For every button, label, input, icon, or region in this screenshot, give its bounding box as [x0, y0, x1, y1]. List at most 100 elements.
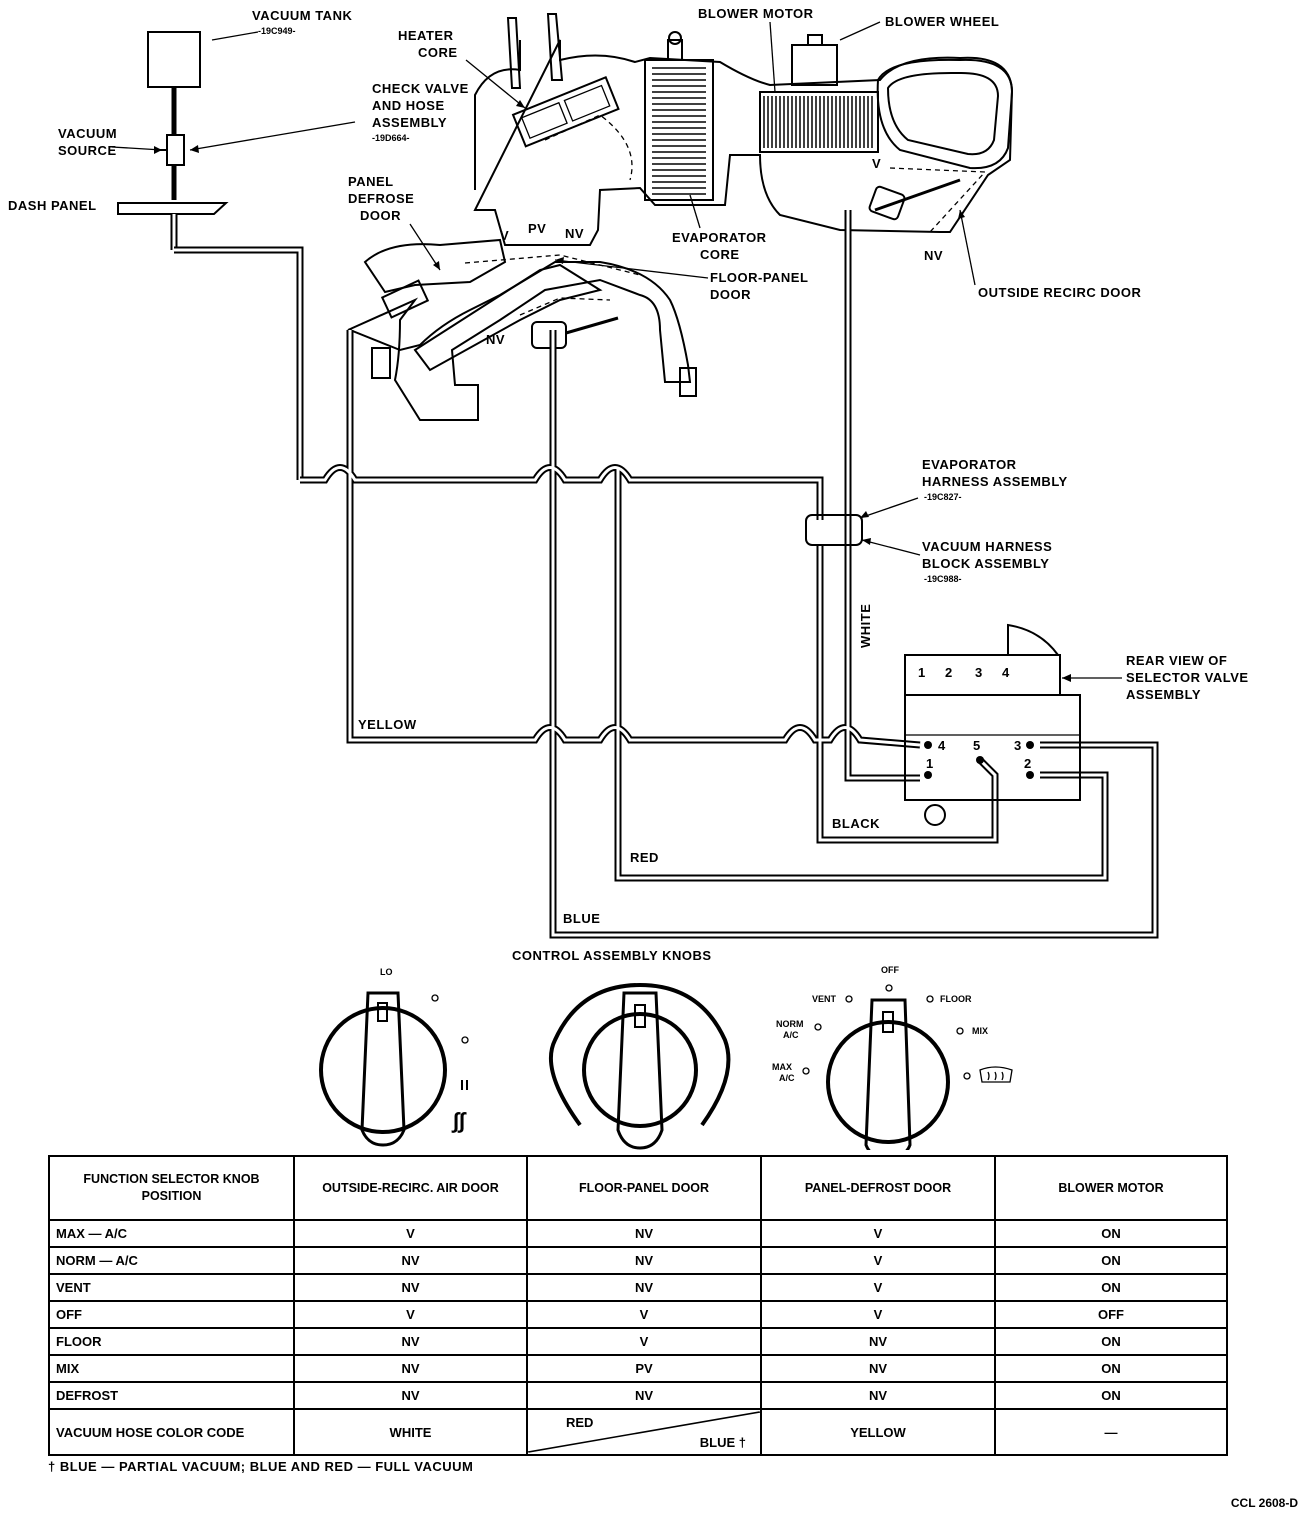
- fan-high-icon: [461, 1080, 468, 1090]
- vacuum-tank: [147, 31, 201, 88]
- blower-speed-knob[interactable]: [319, 991, 447, 1147]
- cell-outside-recirc: V: [293, 1300, 528, 1329]
- function-knob-max-ac: MAX: [772, 1062, 792, 1072]
- row-position: FLOOR: [48, 1327, 295, 1356]
- blower-wheel: [876, 58, 1014, 170]
- function-knob-max-ac-2: A/C: [779, 1073, 795, 1083]
- vacuum-source-label: VACUUM: [58, 126, 117, 141]
- row-position: OFF: [48, 1300, 295, 1329]
- row-position: VACUUM HOSE COLOR CODE: [48, 1408, 295, 1456]
- vacuum-harness-block-part: -19C988-: [924, 574, 962, 584]
- function-knob-vent: VENT: [812, 994, 837, 1004]
- hose-network: [300, 210, 1159, 939]
- cell-floor-panel: NV: [526, 1219, 762, 1248]
- vacuum-tank-label: VACUUM TANK: [252, 8, 352, 23]
- header-floor-panel: FLOOR-PANEL DOOR: [526, 1155, 762, 1221]
- door-mark-pv: PV: [528, 221, 546, 236]
- cell-blower: —: [994, 1408, 1228, 1456]
- fan-icon: ∫∫: [451, 1108, 467, 1133]
- dash-panel: [117, 202, 229, 215]
- function-knob-mix: MIX: [972, 1026, 988, 1036]
- cell-blower: ON: [994, 1381, 1228, 1410]
- temperature-knob[interactable]: [548, 982, 731, 1150]
- hose-label-red: RED: [630, 850, 659, 865]
- door-mark-nv-2: NV: [486, 332, 505, 347]
- cell-floor-panel: NV: [526, 1381, 762, 1410]
- header-panel-defrost: PANEL-DEFROST DOOR: [760, 1155, 996, 1221]
- table-row: FLOOR NV V NV ON: [48, 1327, 1228, 1356]
- table-row: DEFROST NV NV NV ON: [48, 1381, 1228, 1410]
- vacuum-harness-block: [805, 514, 863, 546]
- hose-label-white: WHITE: [858, 604, 873, 648]
- cell-floor-panel: V: [526, 1300, 762, 1329]
- hose-label-yellow: YELLOW: [358, 717, 417, 732]
- header-function-position: FUNCTION SELECTOR KNOB POSITION: [48, 1155, 295, 1221]
- row-position: VENT: [48, 1273, 295, 1302]
- blower-wheel-label: BLOWER WHEEL: [885, 14, 999, 29]
- evaporator-harness-label: EVAPORATOR: [922, 457, 1017, 472]
- cell-floor-panel-split: RED BLUE †: [526, 1408, 762, 1456]
- row-position: DEFROST: [48, 1381, 295, 1410]
- evaporator-core: [644, 31, 714, 201]
- function-selector-knob[interactable]: [826, 998, 950, 1150]
- door-mark-v-2: V: [872, 156, 881, 171]
- hose-label-black: BLACK: [832, 816, 880, 831]
- cell-blower: ON: [994, 1327, 1228, 1356]
- plenum-ducts: [347, 238, 697, 421]
- check-valve-label-3: ASSEMBLY: [372, 115, 447, 130]
- floor-panel-door-label: FLOOR-PANEL: [710, 270, 808, 285]
- row-position: MIX: [48, 1354, 295, 1383]
- check-valve-part: -19D664-: [372, 133, 410, 143]
- vacuum-system-diagram: VACUUM TANK -19C949- HEATER CORE BLOWER …: [8, 6, 1249, 1150]
- cell-outside-recirc: NV: [293, 1246, 528, 1275]
- floor-panel-red: RED: [566, 1415, 594, 1430]
- cell-blower: ON: [994, 1219, 1228, 1248]
- door-mark-nv-3: NV: [924, 248, 943, 263]
- cell-floor-panel: NV: [526, 1273, 762, 1302]
- panel-defrost-door-label: PANEL: [348, 174, 394, 189]
- cell-blower: OFF: [994, 1300, 1228, 1329]
- header-blower-motor: BLOWER MOTOR: [994, 1155, 1228, 1221]
- outside-recirc-door: [868, 167, 987, 233]
- cell-outside-recirc: WHITE: [293, 1408, 528, 1456]
- defrost-icon: [979, 1066, 1013, 1083]
- cell-panel-defrost: YELLOW: [760, 1408, 996, 1456]
- heater-core: [511, 76, 620, 148]
- outside-recirc-door-label: OUTSIDE RECIRC DOOR: [978, 285, 1141, 300]
- cell-floor-panel: NV: [526, 1246, 762, 1275]
- table-row: MIX NV PV NV ON: [48, 1354, 1228, 1383]
- selector-valve-label-2: SELECTOR VALVE: [1126, 670, 1249, 685]
- selector-valve: [904, 623, 1081, 826]
- vacuum-source-label-2: SOURCE: [58, 143, 117, 158]
- table-row: OFF V V V OFF: [48, 1300, 1228, 1329]
- blower-knob-lo: LO: [380, 967, 393, 977]
- check-valve-label: CHECK VALVE: [372, 81, 469, 96]
- check-valve-label-2: AND HOSE: [372, 98, 445, 113]
- cell-panel-defrost: NV: [760, 1381, 996, 1410]
- header-outside-recirc: OUTSIDE-RECIRC. AIR DOOR: [293, 1155, 528, 1221]
- cell-panel-defrost: NV: [760, 1327, 996, 1356]
- valve-top-port-3: 3: [975, 665, 983, 680]
- table-row: MAX — A/C V NV V ON: [48, 1219, 1228, 1248]
- figure-code: CCL 2608-D: [1230, 1496, 1298, 1510]
- function-knob-floor: FLOOR: [940, 994, 972, 1004]
- panel-defrost-door-label-3: DOOR: [360, 208, 401, 223]
- cell-blower: ON: [994, 1354, 1228, 1383]
- floor-panel-blue: BLUE †: [699, 1435, 746, 1450]
- function-knob-off: OFF: [881, 965, 899, 975]
- valve-port-4: 4: [938, 738, 946, 753]
- row-position: MAX — A/C: [48, 1219, 295, 1248]
- cell-blower: ON: [994, 1246, 1228, 1275]
- control-knobs-title: CONTROL ASSEMBLY KNOBS: [512, 948, 712, 963]
- evaporator-harness-part: -19C827-: [924, 492, 962, 502]
- cell-outside-recirc: V: [293, 1219, 528, 1248]
- selector-valve-label-3: ASSEMBLY: [1126, 687, 1201, 702]
- table-row: NORM — A/C NV NV V ON: [48, 1246, 1228, 1275]
- valve-port-3: 3: [1014, 738, 1022, 753]
- cell-panel-defrost: V: [760, 1219, 996, 1248]
- cell-outside-recirc: NV: [293, 1273, 528, 1302]
- door-mark-v: V: [500, 228, 509, 243]
- check-valve: [166, 134, 185, 166]
- valve-top-port-1: 1: [918, 665, 926, 680]
- hose-label-blue: BLUE: [563, 911, 600, 926]
